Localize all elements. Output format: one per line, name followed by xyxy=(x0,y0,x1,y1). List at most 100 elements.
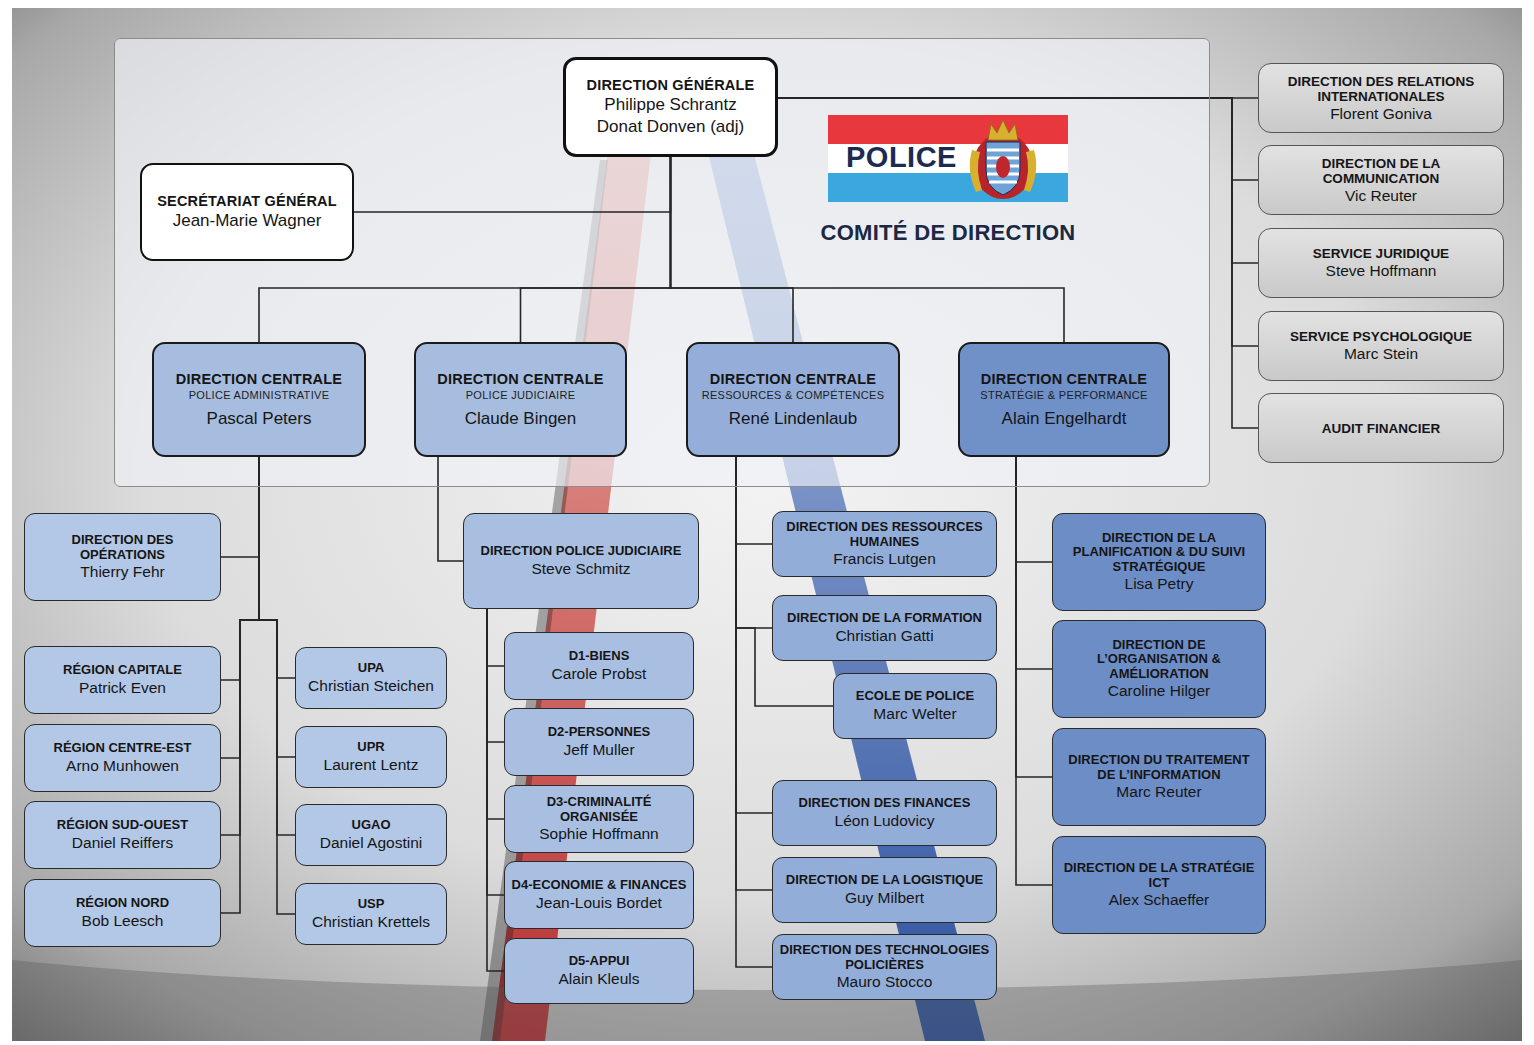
org-connector xyxy=(736,457,772,967)
unit-title: DIRECTION DES RESSOURCES HUMAINES xyxy=(779,520,990,549)
unit-title: UPA xyxy=(358,661,384,676)
unit-title: DIRECTION CENTRALE xyxy=(710,370,876,388)
car-photo xyxy=(12,8,1522,1041)
org-connector xyxy=(671,157,1065,342)
unit-title: USP xyxy=(358,897,385,912)
staff-service-box: SERVICE PSYCHOLOGIQUEMarc Stein xyxy=(1258,311,1504,381)
unit-title: D5-APPUI xyxy=(569,954,630,969)
org-connector xyxy=(487,609,504,895)
person-name: Steve Hoffmann xyxy=(1326,261,1437,280)
person-name: Laurent Lentz xyxy=(324,755,419,774)
unit-title: D1-BIENS xyxy=(569,649,630,664)
unit-box: DIRECTION DE LA FORMATIONChristian Gatti xyxy=(772,595,997,661)
person-name: Guy Milbert xyxy=(845,888,924,907)
org-connector xyxy=(671,157,794,342)
unit-title: DIRECTION DE LA FORMATION xyxy=(787,611,982,626)
person-name: Claude Bingen xyxy=(465,408,577,430)
unit-title: DIRECTION DE LA LOGISTIQUE xyxy=(786,873,983,888)
unit-box: RÉGION NORDBob Leesch xyxy=(24,879,221,947)
car-grille-shadow xyxy=(12,960,1522,1041)
unit-box: UPRLaurent Lentz xyxy=(295,726,447,788)
org-connector xyxy=(521,157,671,342)
unit-title: D2-PERSONNES xyxy=(548,725,651,740)
central-directorate-box: DIRECTION CENTRALERESSOURCES & COMPÉTENC… xyxy=(686,342,900,457)
person-name: Florent Goniva xyxy=(1330,104,1432,123)
secretariat-box: SECRÉTARIAT GÉNÉRALJean-Marie Wagner xyxy=(140,163,354,261)
unit-box: D2-PERSONNESJeff Muller xyxy=(504,708,694,776)
org-connector xyxy=(1016,457,1052,885)
panel-title: COMITÉ DE DIRECTION xyxy=(788,220,1108,246)
org-connector xyxy=(736,457,772,813)
org-connector xyxy=(778,98,1258,180)
unit-title: RÉGION NORD xyxy=(76,896,169,911)
unit-title: DIRECTION DU TRAITEMENT DE L’INFORMATION xyxy=(1059,753,1259,782)
unit-box: DIRECTION DE LA PLANIFICATION & DU SUIVI… xyxy=(1052,513,1266,611)
org-connector xyxy=(354,157,671,212)
coat-shield xyxy=(986,142,1020,195)
coat-crown xyxy=(988,120,1018,140)
unit-title: DIRECTION DE L’ORGANISATION & AMÉLIORATI… xyxy=(1059,638,1259,682)
person-name: Alain Engelhardt xyxy=(1002,408,1127,430)
org-connector xyxy=(778,98,1258,263)
person-name: Patrick Even xyxy=(79,678,166,697)
person-name: Francis Lutgen xyxy=(833,549,936,568)
unit-box: DIRECTION DES RESSOURCES HUMAINESFrancis… xyxy=(772,511,997,577)
department-subtitle: RESSOURCES & COMPÉTENCES xyxy=(702,388,885,402)
person-name: René Lindenlaub xyxy=(729,408,858,430)
unit-box: DIRECTION DES FINANCESLéon Ludovicy xyxy=(772,780,997,846)
org-connector xyxy=(487,609,504,819)
person-name: Christian Gatti xyxy=(835,626,933,645)
person-name: Daniel Agostini xyxy=(320,833,423,852)
unit-title: SECRÉTARIAT GÉNÉRAL xyxy=(157,192,337,210)
coat-stripes xyxy=(987,150,1019,182)
unit-title: DIRECTION DE LA PLANIFICATION & DU SUIVI… xyxy=(1059,531,1259,575)
unit-box: DIRECTION DE LA STRATÉGIE ICTAlex Schaef… xyxy=(1052,836,1266,934)
person-name: Daniel Reiffers xyxy=(72,833,173,852)
staff-service-box: AUDIT FINANCIER xyxy=(1258,393,1504,463)
unit-title: UPR xyxy=(357,740,384,755)
person-name: Arno Munhowen xyxy=(66,756,179,775)
unit-box: DIRECTION DES OPÉRATIONSThierry Fehr xyxy=(24,513,221,601)
unit-title: RÉGION CAPITALE xyxy=(63,663,182,678)
coat-mantle xyxy=(973,133,1033,199)
org-connector xyxy=(259,457,295,914)
unit-box: RÉGION CENTRE-ESTArno Munhowen xyxy=(24,724,221,792)
flag-red xyxy=(828,115,1068,144)
org-connector xyxy=(259,457,295,757)
org-connector xyxy=(736,457,833,706)
unit-title: AUDIT FINANCIER xyxy=(1322,421,1441,436)
org-connector xyxy=(1016,457,1052,669)
person-name: Marc Reuter xyxy=(1116,782,1201,801)
org-connector xyxy=(487,609,504,666)
person-name: Philippe Schrantz xyxy=(604,94,736,116)
person-name: Carole Probst xyxy=(552,664,647,683)
unit-title: RÉGION CENTRE-EST xyxy=(54,741,192,756)
unit-title: DIRECTION CENTRALE xyxy=(176,370,342,388)
unit-title: D3-CRIMINALITÉ ORGANISÉE xyxy=(511,795,687,824)
unit-box: RÉGION CAPITALEPatrick Even xyxy=(24,646,221,714)
committee-panel: COMITÉ DE DIRECTION DIRECTION GÉNÉRALEPhi… xyxy=(114,38,1210,487)
org-connector xyxy=(736,457,772,628)
person-name: Alain Kleuls xyxy=(559,969,640,988)
org-connector xyxy=(259,457,295,678)
org-connector xyxy=(487,609,504,971)
org-connector xyxy=(736,457,772,890)
unit-title: DIRECTION DE LA COMMUNICATION xyxy=(1265,156,1497,186)
person-name: Marc Stein xyxy=(1344,344,1418,363)
unit-title: DIRECTION DES FINANCES xyxy=(799,796,971,811)
staff-service-box: DIRECTION DE LA COMMUNICATIONVic Reuter xyxy=(1258,145,1504,215)
unit-box: UPAChristian Steichen xyxy=(295,647,447,709)
org-connector xyxy=(438,457,463,561)
person-name: Pascal Peters xyxy=(207,408,312,430)
org-connector xyxy=(778,98,1258,346)
unit-title: DIRECTION DES OPÉRATIONS xyxy=(31,533,214,562)
person-name: Caroline Hilger xyxy=(1108,681,1211,700)
unit-title: ECOLE DE POLICE xyxy=(856,689,974,704)
unit-title: DIRECTION DES TECHNOLOGIES POLICIÈRES xyxy=(779,943,990,972)
director-general-box: DIRECTION GÉNÉRALEPhilippe SchrantzDonat… xyxy=(563,57,778,157)
org-connector xyxy=(221,457,259,835)
person-name: Christian Steichen xyxy=(308,676,434,695)
unit-box: UGAODaniel Agostini xyxy=(295,804,447,866)
coat-supporter xyxy=(1024,150,1036,192)
